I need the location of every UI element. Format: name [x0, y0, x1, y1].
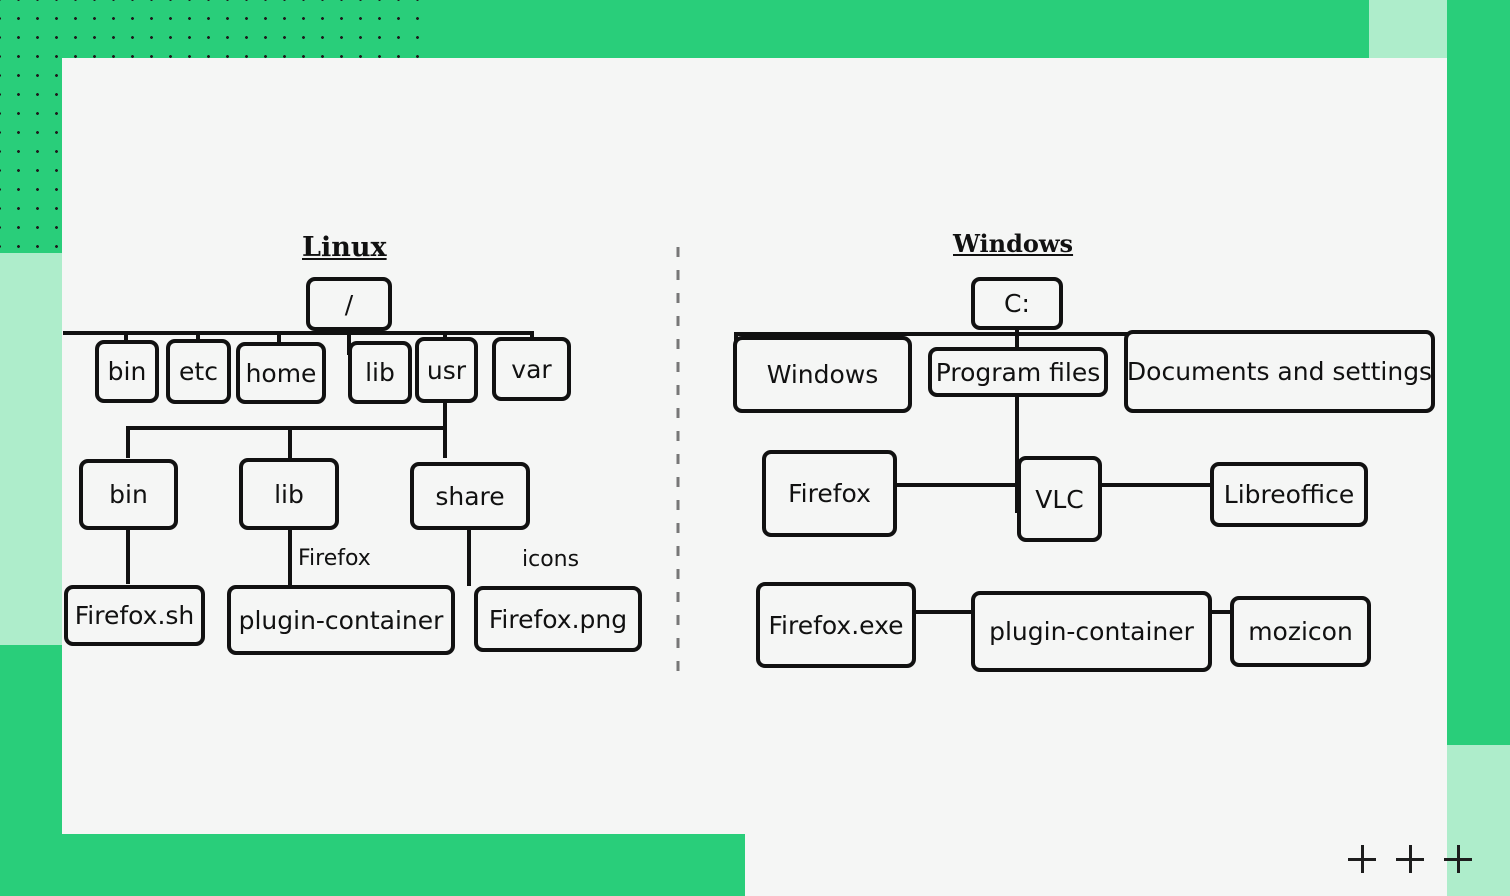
node-linux-var[interactable]: var: [492, 337, 571, 401]
filesystem-comparison-diagram: Linux Windows / bin etc home lib usr var…: [62, 58, 1447, 834]
node-windows-plugin-container[interactable]: plugin-container: [971, 591, 1212, 672]
mint-panel-bottom-right: [1447, 745, 1510, 896]
node-windows-program-files[interactable]: Program files: [928, 347, 1108, 397]
green-band-right: [1447, 0, 1510, 745]
node-linux-usr-bin[interactable]: bin: [79, 459, 178, 530]
plus-icon: [1396, 845, 1424, 873]
node-windows-libreoffice[interactable]: Libreoffice: [1210, 462, 1368, 527]
node-windows-firefox[interactable]: Firefox: [762, 450, 897, 537]
node-linux-etc[interactable]: etc: [166, 339, 231, 404]
edge-label-linux-lib-firefox: Firefox: [298, 546, 371, 571]
node-windows-mozicon[interactable]: mozicon: [1230, 596, 1371, 667]
node-linux-plugin-container[interactable]: plugin-container: [227, 585, 455, 655]
node-linux-firefox-sh[interactable]: Firefox.sh: [64, 585, 205, 646]
connector-lines: [63, 247, 1249, 675]
windows-section-title: Windows: [953, 229, 1074, 258]
node-linux-usr-share[interactable]: share: [410, 462, 530, 530]
plus-icon: [1348, 845, 1376, 873]
node-windows-root[interactable]: C:: [971, 277, 1063, 330]
node-linux-home[interactable]: home: [236, 342, 326, 404]
node-linux-bin[interactable]: bin: [95, 340, 159, 403]
node-linux-firefox-png[interactable]: Firefox.png: [474, 586, 642, 652]
node-linux-root[interactable]: /: [306, 277, 392, 331]
content-card: [62, 58, 1447, 834]
node-windows-firefox-exe[interactable]: Firefox.exe: [756, 582, 916, 668]
edge-label-linux-share-icons: icons: [522, 547, 580, 572]
node-linux-lib[interactable]: lib: [348, 341, 412, 404]
node-linux-usr[interactable]: usr: [415, 337, 478, 403]
linux-section-title: Linux: [302, 232, 387, 263]
plus-icon: [1444, 845, 1472, 873]
node-windows-documents-and-settings[interactable]: Documents and settings: [1124, 330, 1435, 413]
node-windows-vlc[interactable]: VLC: [1017, 456, 1102, 542]
plus-marks-decoration: [1348, 845, 1472, 873]
node-windows-windows[interactable]: Windows: [733, 336, 912, 413]
node-linux-usr-lib[interactable]: lib: [239, 458, 339, 530]
